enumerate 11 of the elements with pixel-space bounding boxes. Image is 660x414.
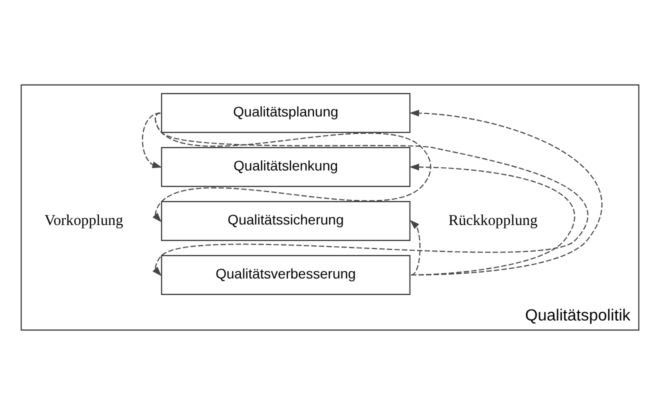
arrow	[409, 163, 575, 276]
node-box: Qualitätssicherung	[161, 200, 410, 240]
label: Vorkopplung	[44, 212, 124, 228]
label: Rückkopplung	[448, 212, 538, 228]
arrow	[410, 219, 420, 275]
arrow	[142, 112, 162, 168]
node-box: Qualitätslenkung	[161, 146, 410, 186]
node-box: Qualitätsverbesserung	[161, 254, 410, 294]
node-box: Qualitätsplanung	[161, 92, 410, 132]
arrow	[409, 109, 602, 276]
arrow	[152, 112, 588, 276]
